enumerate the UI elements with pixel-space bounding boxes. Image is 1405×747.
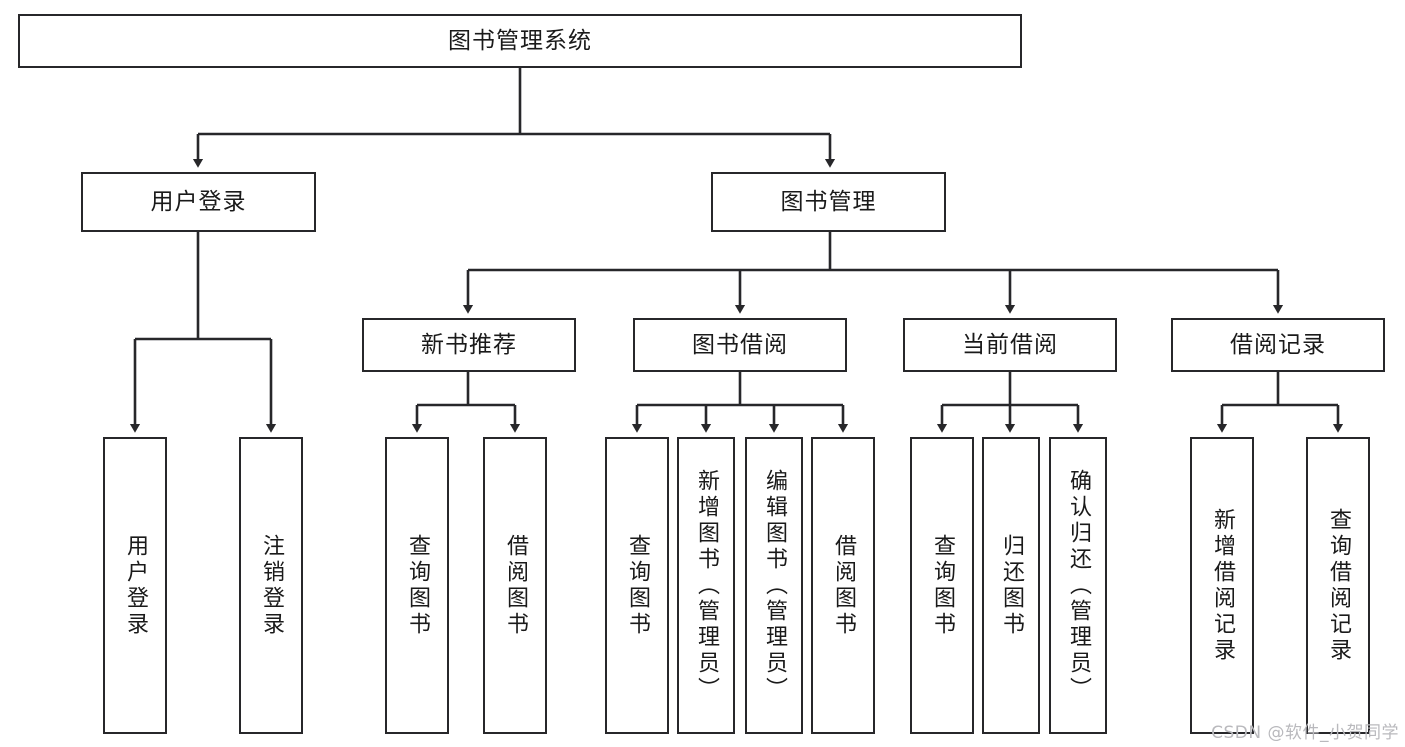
node-book-management[interactable]: 图书管理: [711, 172, 946, 232]
node-leaf-query-book-2[interactable]: 查询图书: [605, 437, 669, 734]
node-leaf-borrow-book-1-label: 借阅图书: [503, 533, 528, 638]
node-root[interactable]: 图书管理系统: [18, 14, 1022, 68]
node-leaf-confirm-return-label: 确认归还（管理员）: [1066, 468, 1091, 703]
node-borrow-record-label: 借阅记录: [1230, 331, 1326, 358]
node-leaf-logout-label: 注销登录: [259, 533, 284, 638]
node-leaf-query-book-1-label: 查询图书: [405, 533, 430, 638]
node-leaf-add-record-label: 新增借阅记录: [1210, 507, 1235, 664]
node-leaf-query-book-2-label: 查询图书: [625, 533, 650, 638]
node-leaf-borrow-book-1[interactable]: 借阅图书: [483, 437, 547, 734]
node-leaf-borrow-book-2[interactable]: 借阅图书: [811, 437, 875, 734]
node-leaf-query-book-3-label: 查询图书: [930, 533, 955, 638]
node-leaf-return-book-label: 归还图书: [999, 533, 1024, 638]
node-new-book-recommend[interactable]: 新书推荐: [362, 318, 576, 372]
node-leaf-borrow-book-2-label: 借阅图书: [831, 533, 856, 638]
node-leaf-logout[interactable]: 注销登录: [239, 437, 303, 734]
node-user-login-label: 用户登录: [150, 188, 247, 215]
node-leaf-query-book-1[interactable]: 查询图书: [385, 437, 449, 734]
node-book-borrow-label: 图书借阅: [692, 331, 788, 358]
node-current-borrow-label: 当前借阅: [962, 331, 1058, 358]
node-current-borrow[interactable]: 当前借阅: [903, 318, 1117, 372]
node-leaf-query-record[interactable]: 查询借阅记录: [1306, 437, 1370, 734]
node-book-management-label: 图书管理: [780, 188, 877, 215]
node-leaf-user-login[interactable]: 用户登录: [103, 437, 167, 734]
node-leaf-add-book-label: 新增图书（管理员）: [694, 468, 719, 703]
node-leaf-return-book[interactable]: 归还图书: [982, 437, 1040, 734]
node-borrow-record[interactable]: 借阅记录: [1171, 318, 1385, 372]
node-new-book-recommend-label: 新书推荐: [421, 331, 517, 358]
node-leaf-user-login-label: 用户登录: [123, 533, 148, 638]
node-leaf-add-book[interactable]: 新增图书（管理员）: [677, 437, 735, 734]
node-leaf-edit-book-label: 编辑图书（管理员）: [762, 468, 787, 703]
node-root-label: 图书管理系统: [448, 27, 592, 54]
node-leaf-query-book-3[interactable]: 查询图书: [910, 437, 974, 734]
node-book-borrow[interactable]: 图书借阅: [633, 318, 847, 372]
node-leaf-query-record-label: 查询借阅记录: [1326, 507, 1351, 664]
node-leaf-add-record[interactable]: 新增借阅记录: [1190, 437, 1254, 734]
watermark-text: CSDN @软件_小贺同学: [1211, 723, 1399, 743]
node-leaf-confirm-return[interactable]: 确认归还（管理员）: [1049, 437, 1107, 734]
node-user-login[interactable]: 用户登录: [81, 172, 316, 232]
node-leaf-edit-book[interactable]: 编辑图书（管理员）: [745, 437, 803, 734]
